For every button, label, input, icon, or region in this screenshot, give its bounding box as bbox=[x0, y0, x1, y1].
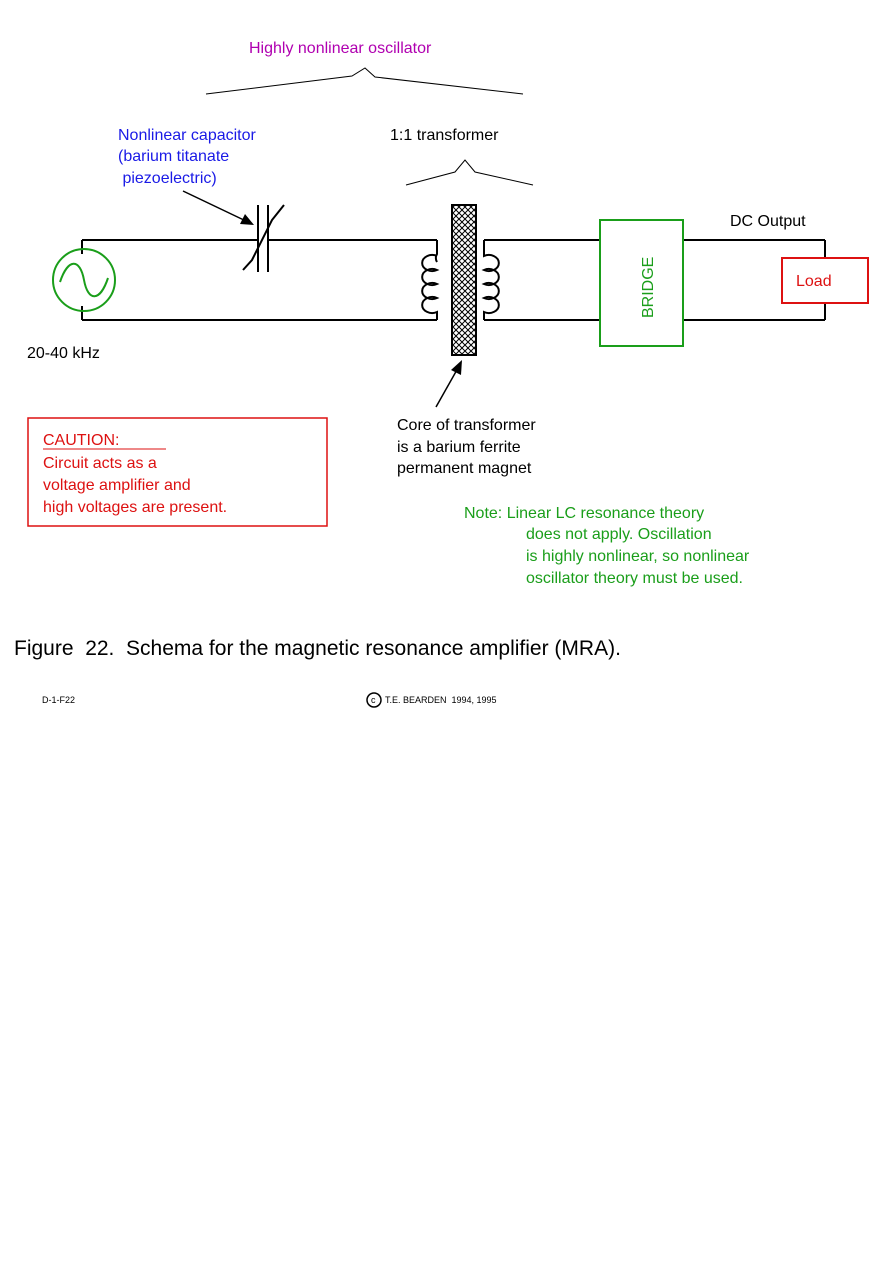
secondary-winding-icon bbox=[481, 240, 500, 320]
copyright-text: T.E. BEARDEN 1994, 1995 bbox=[385, 695, 497, 705]
left-circuit-wires bbox=[81, 239, 437, 321]
caution-line1: Circuit acts as a bbox=[43, 455, 157, 472]
bridge-label: BRIDGE bbox=[640, 257, 657, 318]
caution-line3: high voltages are present. bbox=[43, 499, 227, 516]
caution-box bbox=[27, 417, 328, 527]
caution-line2: voltage amplifier and bbox=[43, 477, 191, 494]
core-label-line3: permanent magnet bbox=[397, 460, 532, 477]
capacitor-label-line1: Nonlinear capacitor bbox=[118, 127, 257, 144]
load-label: Load bbox=[796, 273, 832, 290]
note-line3: is highly nonlinear, so nonlinear bbox=[526, 548, 750, 565]
doc-id: D-1-F22 bbox=[42, 695, 75, 705]
core-pointer-arrow bbox=[435, 360, 462, 408]
note-line1: Note: Linear LC resonance theory bbox=[464, 505, 704, 522]
caution-title: CAUTION: bbox=[43, 432, 119, 449]
ac-source-icon bbox=[52, 248, 116, 312]
load-box bbox=[781, 257, 869, 304]
copyright-symbol: c bbox=[371, 695, 376, 705]
nonlinear-capacitor-icon bbox=[242, 204, 285, 272]
note-line4: oscillator theory must be used. bbox=[526, 570, 743, 587]
copyright-icon bbox=[366, 692, 382, 708]
transformer-label: 1:1 transformer bbox=[390, 127, 499, 144]
capacitor-label-line3: piezoelectric) bbox=[118, 170, 217, 187]
mra-schematic: Highly nonlinear oscillator Nonlinear ca… bbox=[14, 40, 869, 708]
primary-winding-icon bbox=[421, 240, 440, 320]
bridge-box bbox=[599, 219, 684, 347]
frequency-label: 20-40 kHz bbox=[27, 345, 100, 362]
right-circuit-wires bbox=[484, 239, 826, 321]
transformer-core bbox=[451, 204, 477, 356]
core-label-line2: is a barium ferrite bbox=[397, 439, 521, 456]
oscillator-brace bbox=[205, 67, 524, 95]
core-label-line1: Core of transformer bbox=[397, 417, 536, 434]
oscillator-label: Highly nonlinear oscillator bbox=[249, 40, 432, 57]
transformer-brace bbox=[405, 159, 534, 186]
dc-output-label: DC Output bbox=[730, 213, 806, 230]
capacitor-label-line2: (barium titanate bbox=[118, 148, 229, 165]
figure-caption: Figure 22. Schema for the magnetic reson… bbox=[14, 637, 621, 660]
note-line2: does not apply. Oscillation bbox=[526, 526, 712, 543]
capacitor-pointer-arrow bbox=[182, 190, 254, 225]
